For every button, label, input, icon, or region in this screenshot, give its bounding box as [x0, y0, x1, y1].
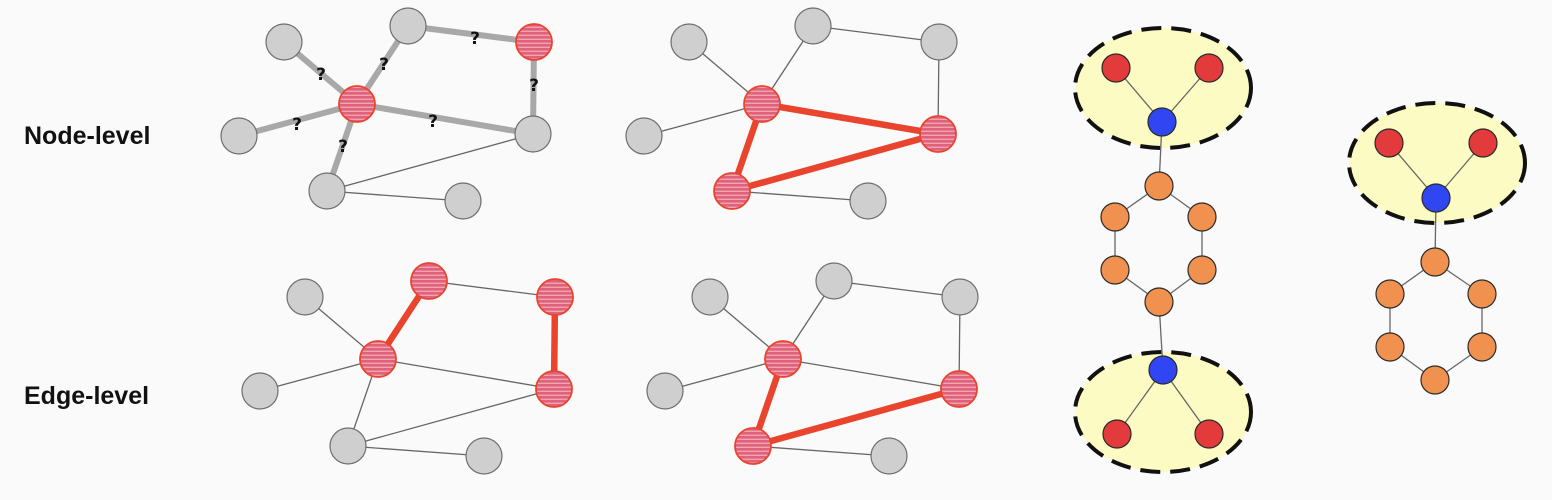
molecule-2-orange-atom-4 [1375, 279, 1405, 309]
molecule-1-orange-atom-7 [1187, 255, 1217, 285]
node-level-explanation-node-7 [849, 182, 887, 220]
molecule-1-orange-atom-6 [1100, 255, 1130, 285]
node-level-explanation-node-4 [625, 117, 663, 155]
edge-level-explanation-node-7 [870, 437, 908, 475]
edge-level-query-edge-3-4 [259, 358, 379, 392]
node-level-query-question-mark-1-3: ? [379, 55, 389, 75]
edge-level-explanation-highlighted-node-6 [734, 427, 772, 465]
molecule-1-orange-atom-3 [1144, 171, 1174, 201]
edge-level-explanation-edge-6-7 [752, 445, 890, 457]
node-level-explanation-highlighted-node-5 [919, 115, 957, 153]
edge-level-explanation-node-2 [941, 278, 979, 316]
node-level-query-question-mark-3-4: ? [292, 115, 302, 135]
node-level-explanation-edge-6-7 [731, 190, 869, 202]
edge-level-explanation-node-0 [691, 278, 729, 316]
node-level-explanation-highlighted-node-3 [743, 85, 781, 123]
node-level-query-highlighted-node-3 [338, 85, 376, 123]
molecule-2-orange-atom-8 [1420, 365, 1450, 395]
molecule-1-red-atom-0 [1101, 53, 1131, 83]
edge-level-explanation-highlighted-node-3 [764, 340, 802, 378]
node-level-query-question-mark-3-5: ? [428, 112, 438, 132]
molecule-1-blue-atom-2 [1147, 107, 1177, 137]
edge-level-explanation-explanation-edge-6-5 [749, 385, 963, 450]
molecule-2-red-atom-0 [1374, 128, 1404, 158]
node-level-query-question-mark-1-2: ? [470, 29, 480, 49]
edge-level-explanation-edge-3-5 [782, 358, 960, 390]
node-level-query-highlighted-node-2 [515, 23, 553, 61]
node-level-explanation-explanation-edge-3-5 [758, 100, 942, 138]
edge-level-explanation-highlighted-node-5 [940, 370, 978, 408]
node-level-query-query-edge-3-4 [236, 101, 360, 139]
molecule-1-red-atom-1 [1194, 53, 1224, 83]
edge-level-query-node-6 [329, 427, 367, 465]
molecule-1-blue-atom-9 [1148, 355, 1178, 385]
molecule-1-orange-atom-8 [1144, 287, 1174, 317]
node-level-explanation-edge-1-2 [812, 25, 940, 43]
edge-level-query-edge-6-7 [347, 445, 485, 457]
edge-level-query-edge-1-2 [428, 280, 556, 298]
molecule-2-blue-atom-2 [1421, 183, 1451, 213]
node-level-query-question-mark-3-6: ? [338, 137, 348, 157]
node-level-explanation-edge-3-4 [643, 103, 763, 137]
node-level-query-edge-6-7 [326, 190, 464, 202]
edge-level-query-highlighted-node-2 [536, 278, 574, 316]
node-level-query-question-mark-0-3: ? [316, 65, 326, 85]
edge-level-label: Edge-level [24, 382, 149, 410]
edge-level-query-node-4 [241, 372, 279, 410]
node-level-explanation-highlighted-node-6 [713, 172, 751, 210]
molecule-1-orange-atom-5 [1187, 202, 1217, 232]
node-level-query-node-1 [389, 7, 427, 45]
node-level-query-node-0 [265, 23, 303, 61]
edge-level-query-edge-3-5 [377, 358, 555, 390]
node-level-query-node-4 [220, 117, 258, 155]
node-level-query-query-edge-1-2 [405, 23, 537, 45]
edge-level-query-highlighted-node-1 [410, 262, 448, 300]
edge-level-explanation-node-4 [646, 372, 684, 410]
node-level-query-query-edge-3-5 [354, 101, 536, 137]
molecule-2-orange-atom-5 [1467, 279, 1497, 309]
node-level-explanation-node-1 [794, 7, 832, 45]
edge-level-explanation-edge-3-4 [664, 358, 784, 392]
molecule-2-orange-atom-6 [1375, 332, 1405, 362]
node-level-explanation-explanation-edge-6-5 [728, 130, 942, 195]
node-level-query-node-6 [308, 172, 346, 210]
edge-level-query-node-0 [286, 278, 324, 316]
molecule-2-orange-atom-3 [1420, 247, 1450, 277]
edge-level-query-node-7 [465, 437, 503, 475]
node-level-explanation-node-2 [920, 23, 958, 61]
edge-level-explanation-node-1 [815, 262, 853, 300]
molecule-2-red-atom-1 [1468, 128, 1498, 158]
node-level-query-question-mark-2-5: ? [529, 76, 539, 96]
edge-level-query-edge-6-5 [347, 388, 555, 447]
edge-level-query-highlighted-node-3 [359, 340, 397, 378]
node-level-query-node-5 [514, 115, 552, 153]
node-level-label: Node-level [24, 122, 150, 150]
node-level-query-edge-6-5 [326, 133, 534, 192]
edge-level-explanation-edge-1-2 [833, 280, 961, 298]
molecule-1-red-atom-10 [1102, 419, 1132, 449]
molecule-1-orange-atom-4 [1100, 202, 1130, 232]
edge-level-query-highlighted-node-5 [535, 370, 573, 408]
molecule-1-red-atom-11 [1194, 419, 1224, 449]
molecule-2-orange-atom-7 [1467, 332, 1497, 362]
node-level-explanation-node-0 [670, 23, 708, 61]
node-level-query-node-7 [444, 182, 482, 220]
